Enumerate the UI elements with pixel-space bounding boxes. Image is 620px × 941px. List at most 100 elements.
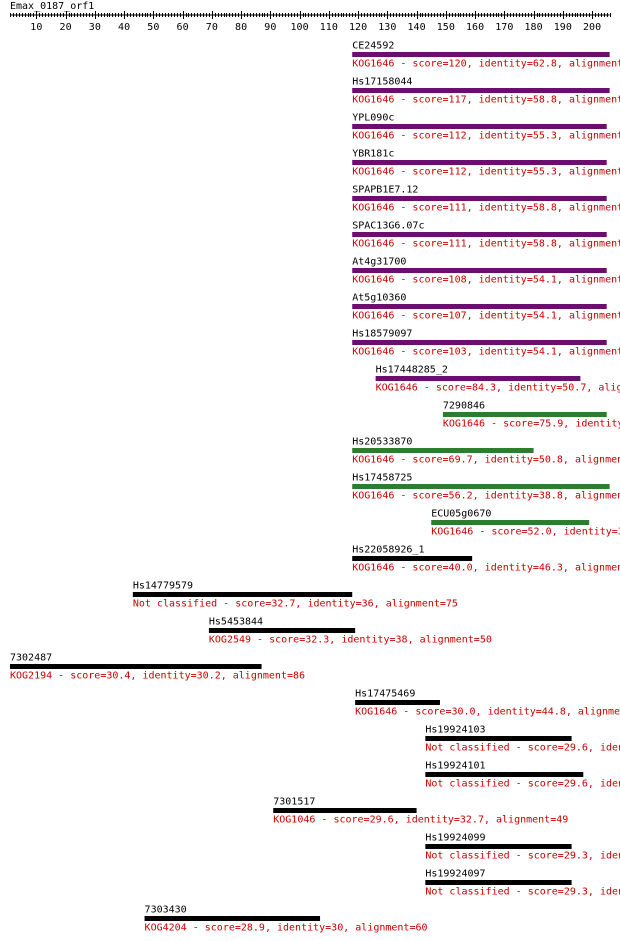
hit-label: Not classified - score=29.6, identity=36… bbox=[425, 743, 620, 754]
ruler-tick-label: 100 bbox=[291, 22, 309, 33]
hit-bar[interactable] bbox=[352, 160, 607, 165]
hit-name: SPAC13G6.07c bbox=[352, 221, 424, 232]
hit-bar[interactable] bbox=[352, 88, 610, 93]
hit-label: KOG1646 - score=108, identity=54.1, alig… bbox=[352, 275, 620, 286]
hit-name: Hs19924099 bbox=[425, 833, 485, 844]
hit-bar[interactable] bbox=[352, 124, 607, 129]
hit-name: 7303430 bbox=[145, 905, 187, 916]
hit-name: Hs20533870 bbox=[352, 437, 412, 448]
hit-name: Hs17448285_2 bbox=[376, 365, 448, 376]
ruler-tick-label: 110 bbox=[320, 22, 338, 33]
hit-label: KOG1646 - score=117, identity=58.8, alig… bbox=[352, 95, 620, 106]
hit-name: Hs17158044 bbox=[352, 77, 412, 88]
hit-bar[interactable] bbox=[352, 448, 534, 453]
hit-label: KOG1646 - score=120, identity=62.8, alig… bbox=[352, 59, 620, 70]
hit-name: YBR181c bbox=[352, 149, 394, 160]
hit-label: KOG1646 - score=52.0, identity=37.0, ali… bbox=[431, 527, 620, 538]
ruler-tick-label: 50 bbox=[147, 22, 159, 33]
hit-bar[interactable] bbox=[355, 700, 440, 705]
hit-name: Hs18579097 bbox=[352, 329, 412, 340]
hit-label: KOG1046 - score=29.6, identity=32.7, ali… bbox=[273, 815, 568, 826]
hit-bar[interactable] bbox=[425, 736, 572, 741]
hit-bar[interactable] bbox=[144, 916, 321, 921]
hit-label: Not classified - score=29.3, identity=36… bbox=[425, 851, 620, 862]
hit-bar[interactable] bbox=[375, 376, 581, 381]
hit-name: Hs17458725 bbox=[352, 473, 412, 484]
ruler-tick-label: 60 bbox=[177, 22, 189, 33]
ruler-tick-label: 140 bbox=[408, 22, 426, 33]
ruler-tick-label: 160 bbox=[466, 22, 484, 33]
hit-label: KOG1646 - score=111, identity=58.8, alig… bbox=[352, 203, 620, 214]
hit-name: At4g31700 bbox=[352, 257, 406, 268]
hit-name: Hs19924103 bbox=[425, 725, 485, 736]
ruler-tick-label: 10 bbox=[30, 22, 42, 33]
ruler-tick-label: 200 bbox=[583, 22, 601, 33]
ruler-tick-label: 150 bbox=[437, 22, 455, 33]
hit-bar[interactable] bbox=[352, 304, 607, 309]
hit-label: KOG1646 - score=107, identity=54.1, alig… bbox=[352, 311, 620, 322]
hit-bar[interactable] bbox=[352, 196, 607, 201]
hit-label: KOG2194 - score=30.4, identity=30.2, ali… bbox=[10, 671, 305, 682]
hit-name: Hs14779579 bbox=[133, 581, 193, 592]
hit-name: Hs17475469 bbox=[355, 689, 415, 700]
hit-bar[interactable] bbox=[425, 772, 584, 777]
hit-bar[interactable] bbox=[132, 592, 353, 597]
hit-bar[interactable] bbox=[273, 808, 417, 813]
hit-name: CE24592 bbox=[352, 41, 394, 52]
hit-name: Hs5453844 bbox=[209, 617, 263, 628]
hit-label: Not classified - score=29.3, identity=36… bbox=[425, 887, 620, 898]
hit-label: KOG4204 - score=28.9, identity=30, align… bbox=[145, 923, 428, 934]
ruler-tick-label: 30 bbox=[89, 22, 101, 33]
ruler-tick-label: 190 bbox=[554, 22, 572, 33]
hit-label: KOG1646 - score=103, identity=54.1, alig… bbox=[352, 347, 620, 358]
hit-bar[interactable] bbox=[425, 844, 572, 849]
hit-label: KOG2549 - score=32.3, identity=38, align… bbox=[209, 635, 492, 646]
hit-name: Hs19924097 bbox=[425, 869, 485, 880]
hit-label: Not classified - score=29.6, identity=36… bbox=[425, 779, 620, 790]
hit-bar[interactable] bbox=[442, 412, 607, 417]
hit-label: KOG1646 - score=111, identity=58.8, alig… bbox=[352, 239, 620, 250]
hit-label: KOG1646 - score=30.0, identity=44.8, ali… bbox=[355, 707, 620, 718]
hit-name: 7290846 bbox=[443, 401, 485, 412]
ruler-tick-label: 170 bbox=[495, 22, 513, 33]
hit-bar[interactable] bbox=[352, 484, 610, 489]
hit-bar[interactable] bbox=[352, 232, 607, 237]
ruler-tick-label: 70 bbox=[206, 22, 218, 33]
hit-bar[interactable] bbox=[352, 556, 473, 561]
hit-bar[interactable] bbox=[425, 880, 572, 885]
hit-label: KOG1646 - score=56.2, identity=38.8, ali… bbox=[352, 491, 620, 502]
hit-bar[interactable] bbox=[352, 52, 610, 57]
hit-bar[interactable] bbox=[431, 520, 590, 525]
hit-name: Hs22058926_1 bbox=[352, 545, 424, 556]
hit-bar[interactable] bbox=[10, 664, 262, 669]
hit-name: 7301517 bbox=[273, 797, 315, 808]
hit-bar[interactable] bbox=[208, 628, 356, 633]
hit-label: KOG1646 - score=112, identity=55.3, alig… bbox=[352, 167, 620, 178]
ruler-tick-label: 120 bbox=[349, 22, 367, 33]
ruler-tick-label: 130 bbox=[378, 22, 396, 33]
hit-bar[interactable] bbox=[352, 268, 607, 273]
hit-bar[interactable] bbox=[352, 340, 607, 345]
